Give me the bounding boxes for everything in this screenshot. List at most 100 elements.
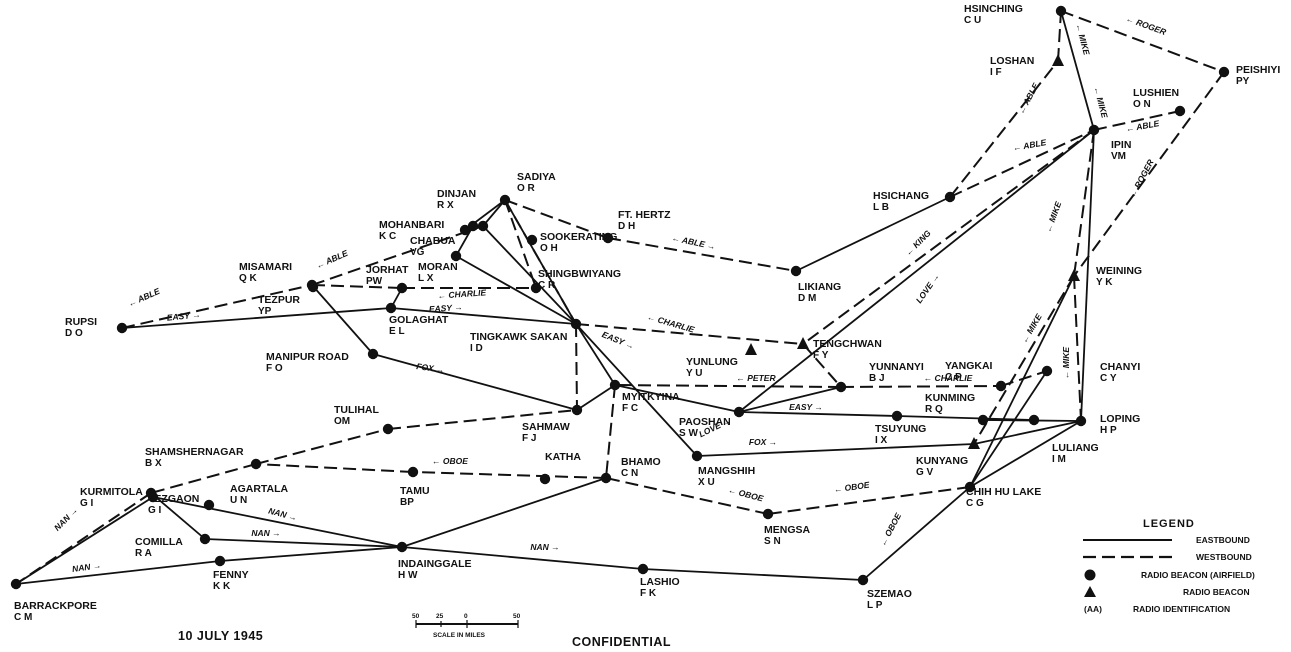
- route-myitkyina-sahmaw-eastbound: [576, 384, 616, 411]
- route-ipin-paoshan-eastbound: [738, 129, 1095, 413]
- scale-tick-label: 50: [412, 613, 420, 620]
- station-code: C R: [538, 280, 556, 291]
- station-code: I D: [470, 343, 483, 354]
- station-name: HSICHANG: [873, 190, 929, 202]
- route-label-able: ← ABLE: [126, 286, 161, 309]
- airfield-beacon-dot-icon: [10, 578, 22, 590]
- route-chihhu-mengsa-westbound: [767, 486, 971, 515]
- station-code: C U: [964, 15, 981, 26]
- route-label-nan: NAN →: [52, 505, 80, 533]
- station-name: TSUYUNG: [875, 423, 926, 435]
- station-name: MOHANBARI: [379, 219, 444, 231]
- route-label-able: ← ABLE: [1125, 118, 1160, 134]
- airfield-beacon-dot-icon: [1055, 5, 1067, 17]
- route-label-charlie: ← CHARLIE: [437, 287, 487, 300]
- station-code: D O: [65, 328, 83, 339]
- route-label-able: ← ABLE →: [671, 233, 717, 252]
- station-code: O H: [540, 243, 558, 254]
- scale-bar: 50 25 0 50 SCALE IN MILES: [412, 613, 521, 639]
- radio-beacon-triangle-icon: [745, 343, 757, 355]
- airfield-beacon-dot-icon: [602, 232, 614, 244]
- route-hsinching-peishiyi-westbound: [1060, 10, 1225, 73]
- route-ipin-loping-eastbound: [1080, 129, 1095, 422]
- station-code: G I: [148, 505, 162, 516]
- route-comilla-indainggale-eastbound: [204, 538, 403, 548]
- route-szemao-chihhu-eastbound: [862, 486, 971, 581]
- station-name: SAHMAW: [522, 421, 570, 433]
- scale-tick-label: 50: [513, 613, 521, 620]
- station-code: O R: [517, 183, 536, 194]
- route-weining-chihhu-eastbound: [969, 275, 1075, 488]
- station-code: F Y: [813, 350, 829, 361]
- route-myitkyina-bhamo-westbound: [605, 384, 616, 479]
- station-code: H P: [1100, 425, 1117, 436]
- station-code: G I: [80, 498, 94, 509]
- route-label-roger: ← ROGER: [1125, 13, 1169, 37]
- route-barrackpore-tezgaon-eastbound: [15, 496, 154, 585]
- radio-beacon-triangle-icon: [968, 437, 980, 449]
- station-name: LOSHAN: [990, 55, 1034, 67]
- station-name: MYITKYINA: [622, 391, 680, 403]
- airfield-beacon-dot-icon: [570, 318, 582, 330]
- station-name: LUSHIEN: [1133, 87, 1179, 99]
- route-label-king: ← KING: [903, 228, 933, 258]
- station-name: RUPSI: [65, 316, 97, 328]
- station-code: PY: [1236, 76, 1250, 87]
- station-name: MANIPUR ROAD: [266, 351, 349, 363]
- station-name: TEZGAON: [148, 493, 199, 505]
- station-name: MENGSA: [764, 524, 811, 536]
- route-label-easy: EASY →: [789, 402, 823, 412]
- station-katha: KATHA: [539, 451, 581, 485]
- station-name: CHABUA: [410, 235, 456, 247]
- route-label-mike: ← MIKE: [1061, 347, 1071, 379]
- airfield-beacon-dot-icon: [891, 410, 903, 422]
- station-name: DINJAN: [437, 188, 476, 200]
- station-name: YANGKAI: [945, 360, 993, 372]
- station-name: SOOKERATING: [540, 231, 617, 243]
- radio-beacon-triangle-icon: [1052, 54, 1064, 66]
- station-name: YUNNANYI: [869, 361, 924, 373]
- route-misamari-jorhat-westbound: [311, 284, 403, 289]
- airfield-beacon-dot-icon: [396, 541, 408, 553]
- airfield-beacon-dot-icon: [1028, 414, 1040, 426]
- route-chabua-moran-eastbound: [455, 225, 474, 257]
- airfield-beacon-dot-icon: [203, 499, 215, 511]
- airfield-beacon-dot-icon: [385, 302, 397, 314]
- airfield-beacon-dot-icon: [835, 381, 847, 393]
- station-name: MORAN: [418, 261, 458, 273]
- airfield-beacon-dot-icon: [214, 555, 226, 567]
- station-name: PEISHIYI: [1236, 64, 1280, 76]
- route-sadiya-dinjan-eastbound: [482, 199, 506, 227]
- station-code: F O: [266, 363, 283, 374]
- station-code: O N: [1133, 99, 1151, 110]
- station-code: K K: [213, 581, 231, 592]
- station-name: INDAINGGALE: [398, 558, 472, 570]
- station-name: CHIH HU LAKE: [966, 486, 1041, 498]
- station-name: JORHAT: [366, 264, 409, 276]
- station-name: WEINING: [1096, 265, 1142, 277]
- airfield-beacon-dot-icon: [1041, 365, 1053, 377]
- route-fenny-indainggale-eastbound: [219, 546, 403, 562]
- station-name: TULIHAL: [334, 404, 379, 416]
- route-fthertz-likiang-westbound: [607, 237, 797, 272]
- route-label-easy: EASY →: [601, 329, 636, 351]
- route-moran-tingkawk-eastbound: [455, 255, 577, 325]
- routes-layer: [15, 10, 1225, 585]
- station-name: KUNMING: [925, 392, 975, 404]
